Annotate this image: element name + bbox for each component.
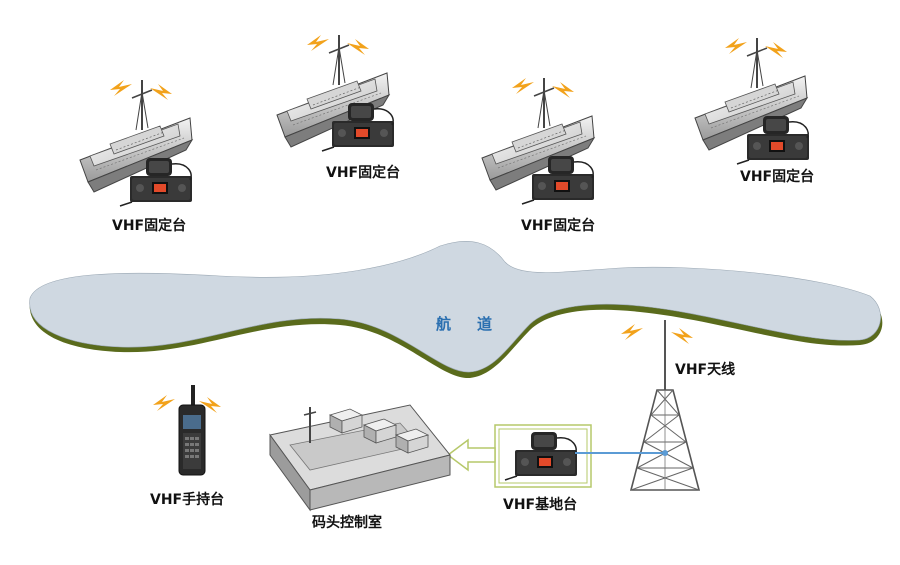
vhf-radio-icon: [504, 431, 578, 481]
signal-icon: [552, 82, 574, 98]
control-room: [269, 404, 451, 512]
control-room-label: 码头控制室: [312, 515, 382, 531]
ship-station-3: [481, 77, 595, 205]
signal-icon: [512, 78, 534, 94]
signal-icon: [153, 395, 175, 411]
ship-label-3: VHF固定台: [521, 218, 596, 234]
channel-label: 航道: [436, 315, 519, 333]
ship-station-1: [79, 79, 193, 207]
base-station-label: VHF基地台: [503, 497, 578, 513]
signal-icon: [110, 80, 132, 96]
handheld-radio: [153, 385, 221, 476]
channel-water: [29, 240, 881, 373]
signal-icon: [150, 84, 172, 100]
signal-icon: [347, 39, 369, 55]
link-arrow: [446, 438, 496, 472]
base-station: [494, 424, 668, 488]
ship-station-2: [276, 34, 395, 152]
signal-icon: [671, 328, 693, 344]
ship-station-4: [694, 37, 810, 165]
signal-icon: [765, 42, 787, 58]
ship-label-2: VHF固定台: [326, 165, 401, 181]
antenna-label: VHF天线: [675, 362, 736, 378]
signal-icon: [307, 35, 329, 51]
antenna-tower: [621, 320, 701, 491]
handheld-label: VHF手持台: [150, 492, 225, 508]
ship-label-1: VHF固定台: [112, 218, 187, 234]
signal-icon: [725, 38, 747, 54]
signal-icon: [621, 324, 643, 340]
ship-label-4: VHF固定台: [740, 169, 815, 185]
